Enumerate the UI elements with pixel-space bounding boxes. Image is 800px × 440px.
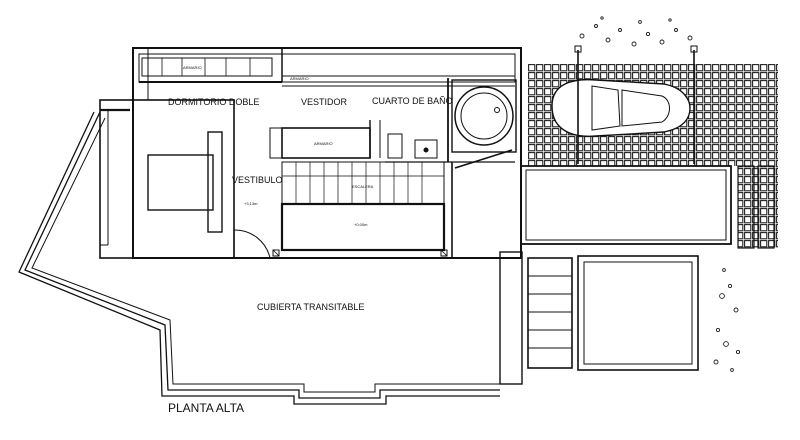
plan-title: PLANTA ALTA	[168, 401, 244, 415]
armario-tag-1: ARMARIO	[183, 65, 202, 70]
round-bathtub	[451, 79, 517, 169]
stair	[280, 161, 453, 258]
lower-structures	[499, 165, 775, 385]
label-vestidor: VESTIDOR	[301, 97, 348, 107]
label-dormitorio: DORMITORIO DOBLE	[168, 97, 259, 107]
label-vestibulo: VESTIBULO	[232, 175, 283, 185]
bed	[147, 131, 223, 233]
terrace-outline	[18, 111, 500, 405]
vestidor-cabinet	[269, 120, 381, 159]
armario-tag-2: ARMARIO	[314, 141, 333, 146]
vestibulo-level: +3,13m	[244, 201, 258, 206]
car	[551, 45, 698, 164]
bathroom-fixtures	[385, 78, 515, 163]
building-walls	[99, 47, 522, 259]
column-markers	[272, 249, 448, 257]
vegetation-dots	[579, 16, 741, 372]
escalera-tag: ESCALERA	[352, 184, 374, 189]
door-swing	[233, 229, 271, 259]
armario-tag-3: ARMARIO	[290, 76, 309, 81]
wardrobe-strip	[141, 57, 273, 77]
label-cubierta: CUBIERTA TRANSITABLE	[257, 302, 364, 312]
label-bano: CUARTO DE BAÑO	[372, 96, 453, 106]
stair-level: +0,00m	[354, 222, 368, 227]
